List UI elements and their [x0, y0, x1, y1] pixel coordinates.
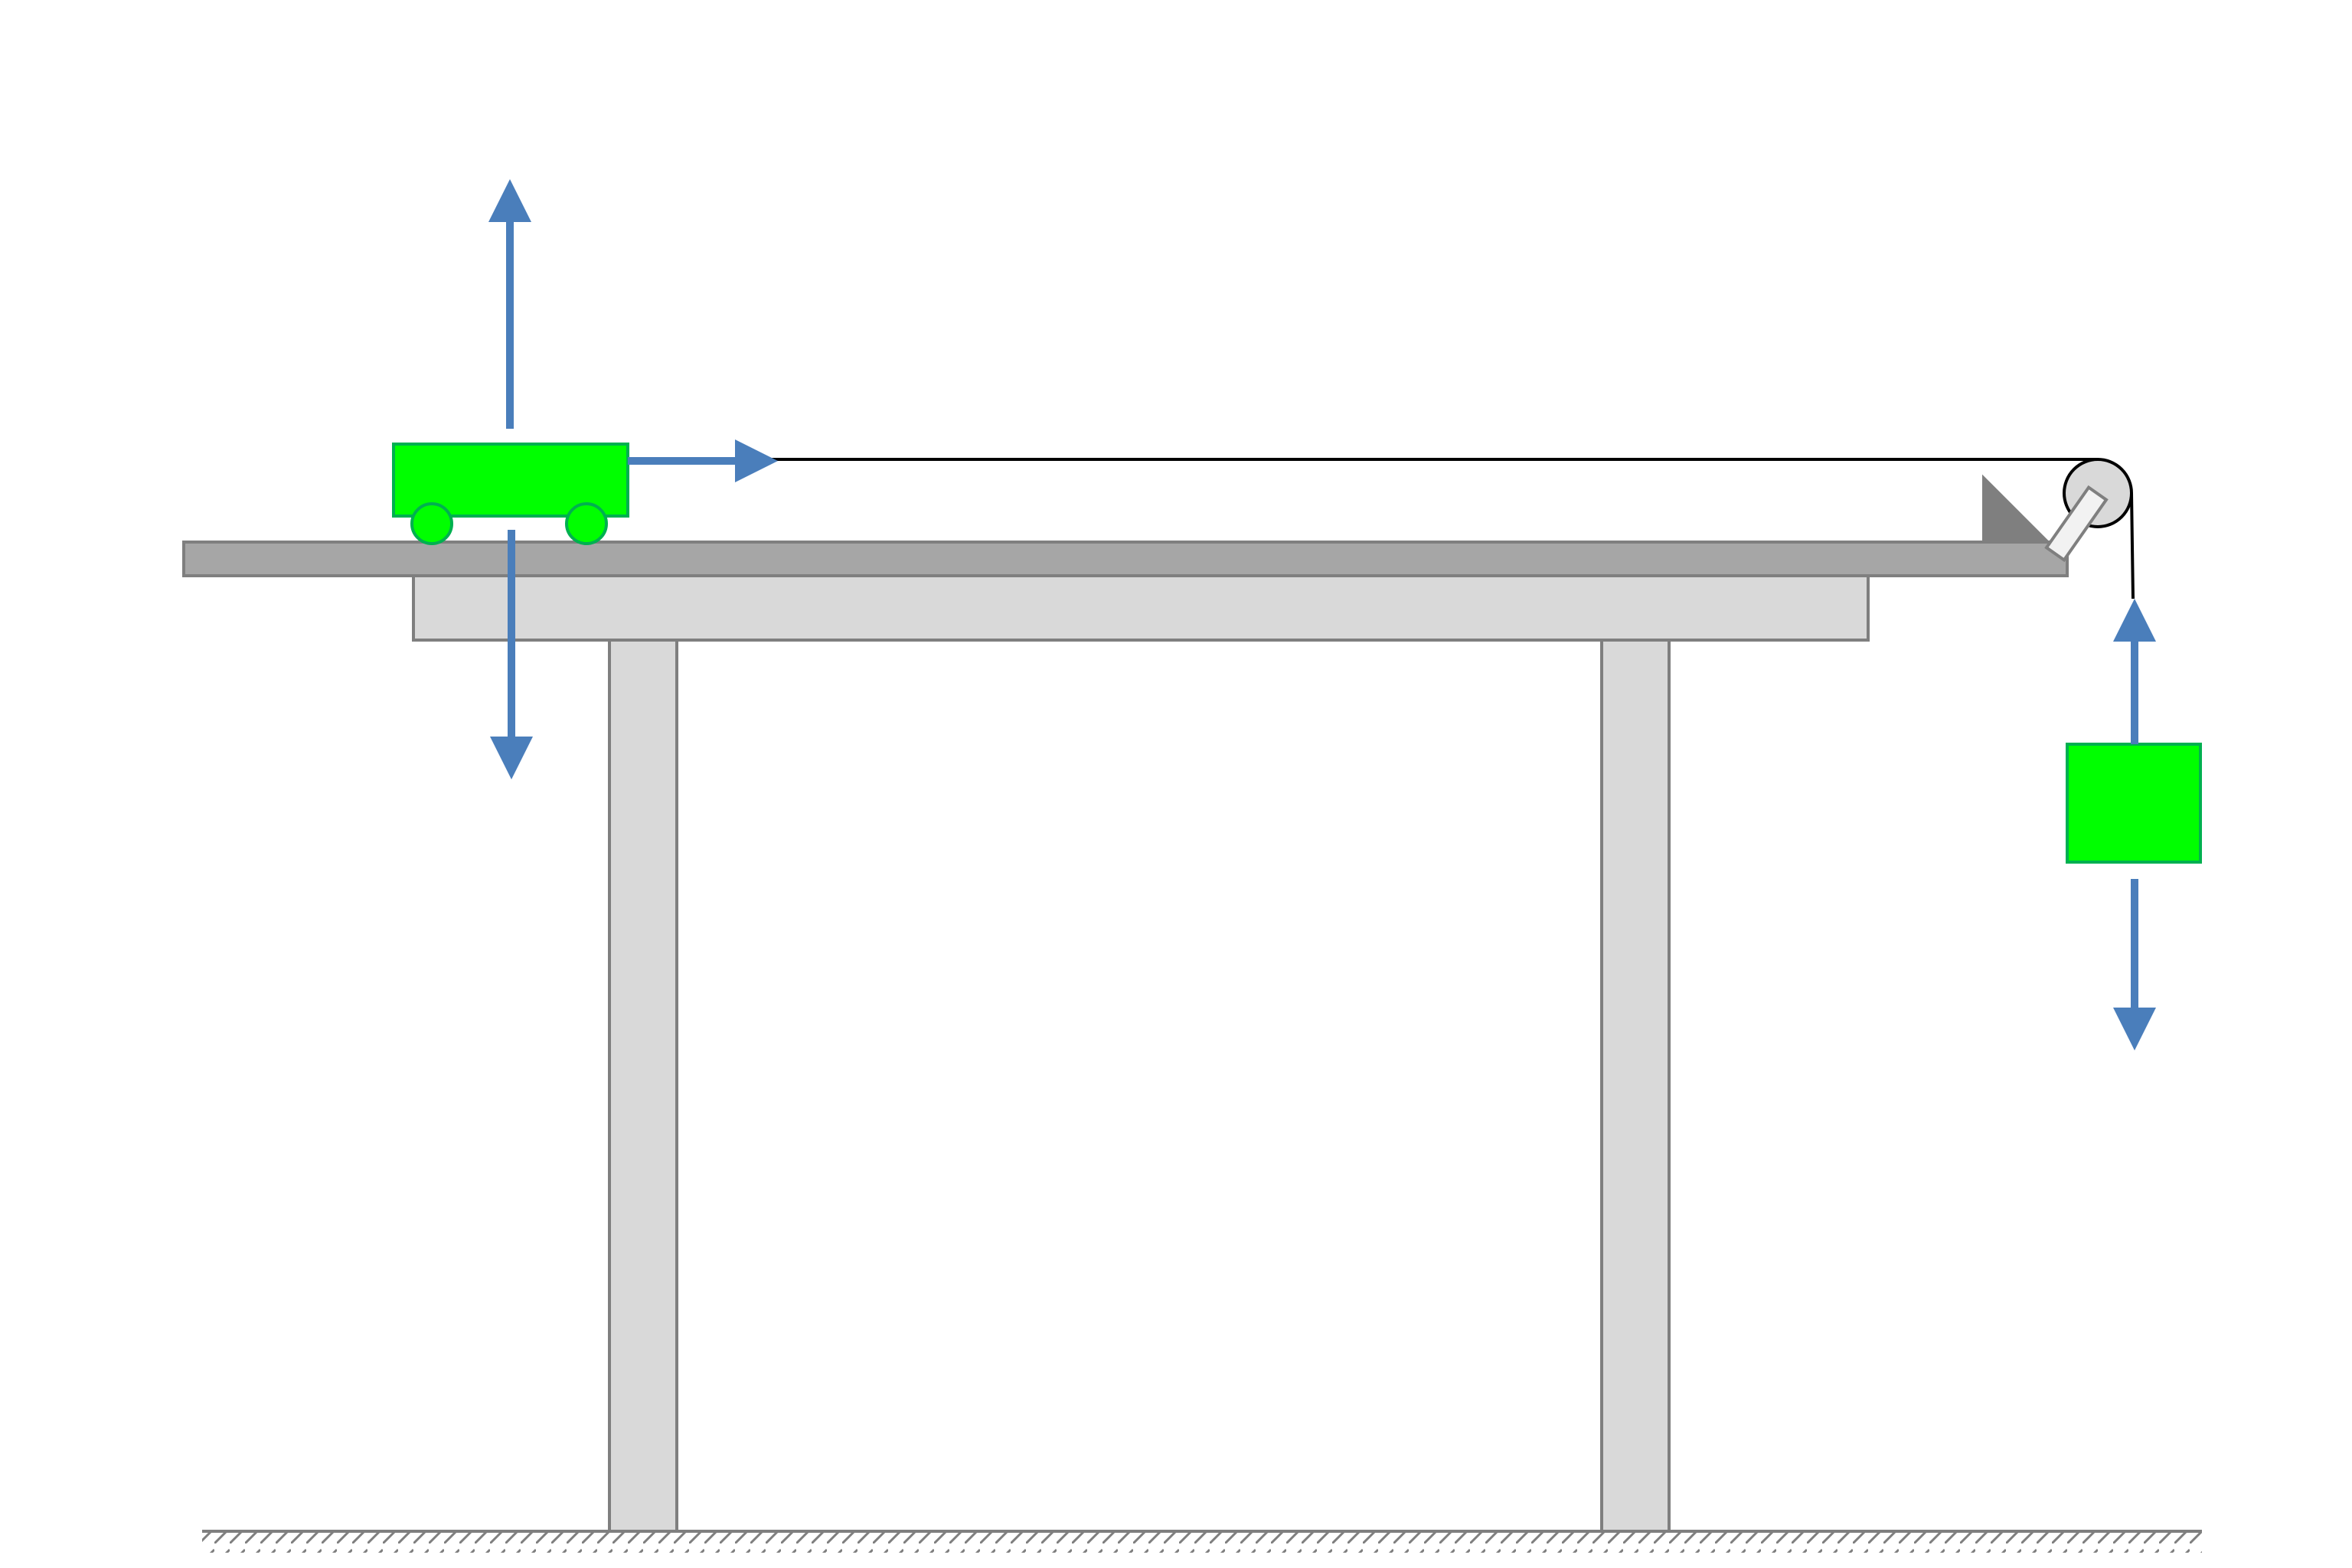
table-leg-right — [1600, 639, 1671, 1533]
pulley — [2044, 458, 2133, 563]
cart — [392, 443, 629, 545]
stopper-wedge-icon — [1982, 474, 2051, 543]
hanging-block — [2066, 743, 2202, 864]
cart-force-down-arrow — [490, 530, 533, 779]
table-leg-left — [608, 639, 678, 1533]
table — [182, 541, 2069, 1533]
string — [628, 458, 2135, 599]
ground-hatch-icon — [202, 1531, 2202, 1553]
block-force-up-arrow — [2113, 599, 2156, 744]
table-apron — [412, 574, 1870, 642]
string-vertical — [2130, 492, 2135, 599]
cart-wheel-left — [410, 502, 453, 545]
pulley-bracket — [2044, 485, 2109, 563]
tabletop — [182, 541, 2069, 577]
block-force-down-arrow — [2113, 879, 2156, 1050]
force-arrows — [488, 179, 2156, 1050]
ground — [202, 1530, 2202, 1553]
cart-force-right-arrow — [628, 439, 778, 482]
cart-force-up-arrow — [488, 179, 531, 429]
cart-wheel-right — [565, 502, 608, 545]
